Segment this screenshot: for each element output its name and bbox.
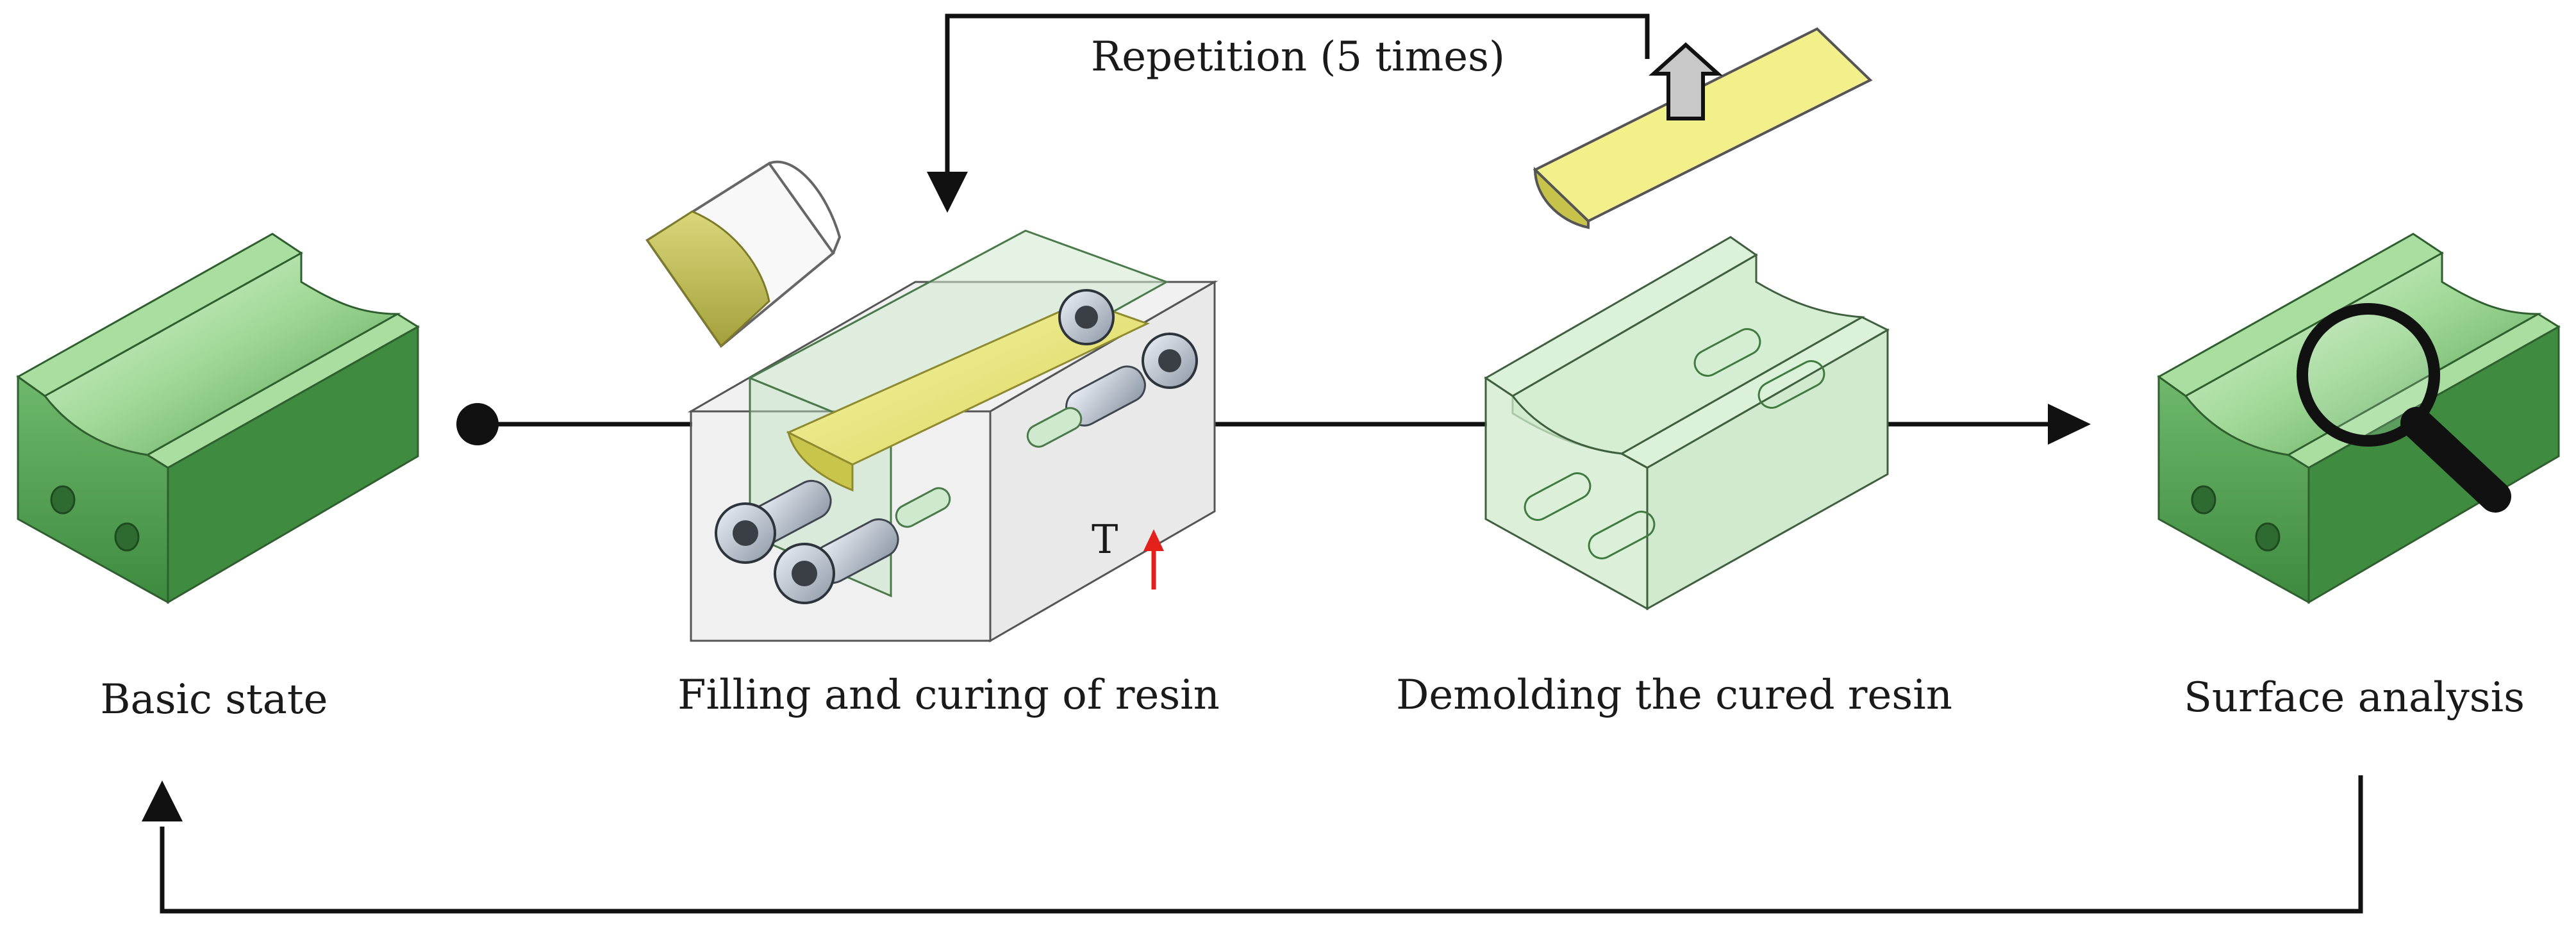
bolt-back-right xyxy=(1065,333,1198,427)
temperature-symbol: T xyxy=(1092,516,1118,563)
flow-lines xyxy=(142,13,2363,914)
cured-resin-slab xyxy=(1533,27,1873,229)
bolt-back-left xyxy=(1058,289,1115,345)
up-arrow-icon xyxy=(1649,42,1723,120)
repetition-arrowhead-down xyxy=(927,172,968,213)
mold-surface-analysis xyxy=(2157,233,2561,604)
return-loop-line xyxy=(160,775,2363,914)
step-label-filling-curing: Filling and curing of resin xyxy=(677,672,1220,719)
bolt-front-left xyxy=(715,480,832,564)
mold-filling-curing xyxy=(645,160,1218,643)
mold-basic-state xyxy=(16,233,420,604)
temperature-up-arrow-icon xyxy=(1143,529,1164,590)
magnifier-icon xyxy=(2297,303,2511,513)
mold-demolding xyxy=(1484,27,1890,611)
bolt-front-right xyxy=(774,518,899,604)
repetition-loop-line xyxy=(945,13,1650,176)
step-label-surface-analysis: Surface analysis xyxy=(2184,674,2525,721)
return-arrowhead-up xyxy=(142,780,183,821)
flow-arrowhead-right xyxy=(2048,404,2091,445)
step-label-basic-state: Basic state xyxy=(100,676,328,723)
repetition-label: Repetition (5 times) xyxy=(1091,33,1505,81)
beaker-icon xyxy=(645,160,842,348)
step-label-demolding: Demolding the cured resin xyxy=(1396,672,1952,719)
